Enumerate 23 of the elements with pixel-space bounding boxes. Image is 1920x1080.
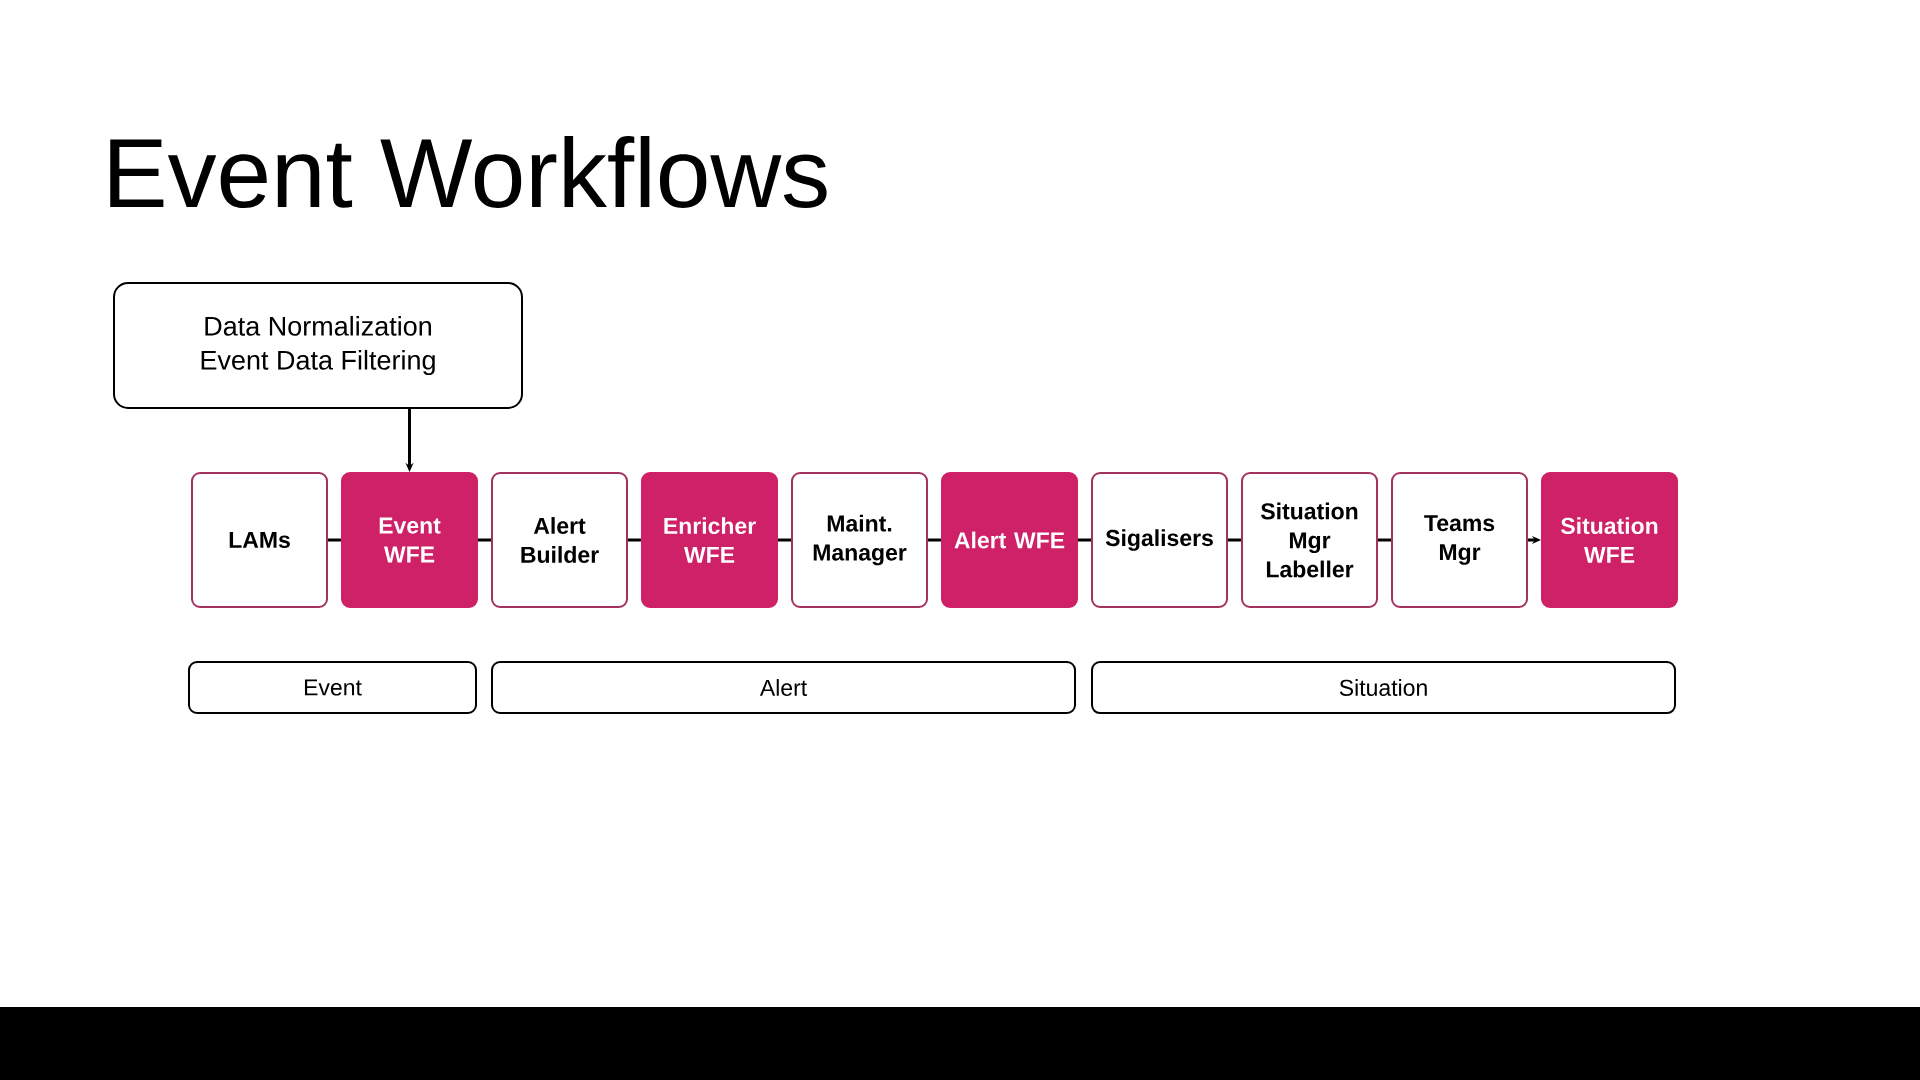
process-box: Maint. Manager xyxy=(791,472,928,608)
process-box: Teams Mgr xyxy=(1391,472,1528,608)
connector-line xyxy=(478,538,491,542)
workflow-box: Enricher WFE xyxy=(641,472,778,608)
process-box: Situation Mgr Labeller xyxy=(1241,472,1378,608)
connector-line xyxy=(1078,538,1091,542)
workflow-box: Alert WFE xyxy=(941,472,1078,608)
connector-line xyxy=(1228,538,1241,542)
connector-line xyxy=(1378,538,1391,542)
workflow-box: Event WFE xyxy=(341,472,478,608)
process-box: Sigalisers xyxy=(1091,472,1228,608)
connector-line xyxy=(778,538,791,542)
category-band: Alert xyxy=(491,661,1076,714)
process-box: Data Normalization Event Data Filtering xyxy=(113,282,523,409)
workflow-box: Situation WFE xyxy=(1541,472,1678,608)
process-box: Alert Builder xyxy=(491,472,628,608)
category-band: Situation xyxy=(1091,661,1676,714)
process-box: LAMs xyxy=(191,472,328,608)
connector-line xyxy=(928,538,941,542)
connector-line xyxy=(628,538,641,542)
title: Event Workflows xyxy=(110,136,827,208)
category-band: Event xyxy=(188,661,477,714)
connector-line xyxy=(328,538,341,542)
